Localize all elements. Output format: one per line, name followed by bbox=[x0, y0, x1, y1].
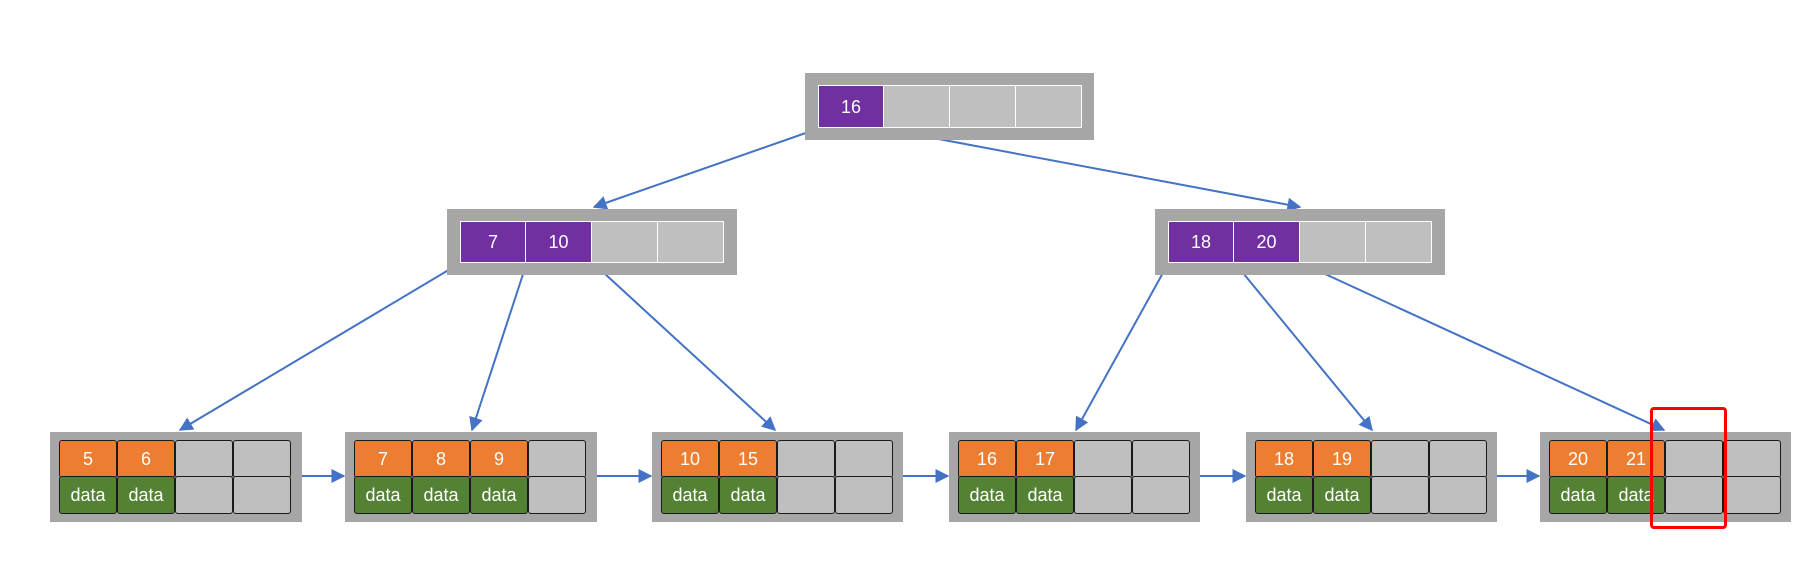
leaf-5-key-empty bbox=[1429, 440, 1487, 478]
edge-internal-left-to-leaf-2 bbox=[469, 261, 528, 432]
leaf-node-1: 5 6 data data bbox=[50, 432, 302, 522]
leaf-5-data-empty bbox=[1371, 476, 1429, 514]
leaf-1-data-2: data bbox=[117, 476, 175, 514]
internal-right-key-2: 20 bbox=[1234, 221, 1300, 263]
leaf-node-3: 10 15 data data bbox=[652, 432, 903, 522]
edge-internal-right-to-leaf-6 bbox=[1298, 261, 1666, 432]
leaf-node-4: 16 17 data data bbox=[949, 432, 1200, 522]
leaf-1-data-empty bbox=[233, 476, 291, 514]
internal-right-key-1: 18 bbox=[1168, 221, 1234, 263]
edge-internal-left-to-leaf-1 bbox=[178, 261, 463, 431]
leaf-3-data-1: data bbox=[661, 476, 719, 514]
internal-left-key-empty bbox=[658, 221, 724, 263]
internal-node-left: 7 10 bbox=[447, 209, 737, 275]
leaf-2-key-1: 7 bbox=[354, 440, 412, 478]
internal-left-key-2: 10 bbox=[526, 221, 592, 263]
leaf-4-key-empty bbox=[1074, 440, 1132, 478]
leaf-node-6: 20 21 data data bbox=[1540, 432, 1791, 522]
leaf-4-key-empty bbox=[1132, 440, 1190, 478]
leaf-4-data-empty bbox=[1132, 476, 1190, 514]
leaf-6-key-2: 21 bbox=[1607, 440, 1665, 478]
leaf-5-key-2: 19 bbox=[1313, 440, 1371, 478]
leaf-2-data-1: data bbox=[354, 476, 412, 514]
internal-right-key-empty bbox=[1366, 221, 1432, 263]
internal-node-right: 18 20 bbox=[1155, 209, 1445, 275]
internal-left-key-1: 7 bbox=[460, 221, 526, 263]
leaf-6-data-empty bbox=[1665, 476, 1723, 514]
edge-internal-right-to-leaf-5 bbox=[1233, 261, 1373, 432]
leaf-2-data-empty bbox=[528, 476, 586, 514]
leaf-6-key-empty bbox=[1723, 440, 1781, 478]
edge-internal-right-to-leaf-4 bbox=[1075, 261, 1170, 432]
root-key-empty bbox=[884, 85, 950, 128]
leaf-node-5: 18 19 data data bbox=[1246, 432, 1497, 522]
leaf-3-key-empty bbox=[777, 440, 835, 478]
leaf-6-data-empty bbox=[1723, 476, 1781, 514]
leaf-3-key-1: 10 bbox=[661, 440, 719, 478]
leaf-4-data-2: data bbox=[1016, 476, 1074, 514]
internal-left-key-empty bbox=[592, 221, 658, 263]
leaf-2-data-3: data bbox=[470, 476, 528, 514]
leaf-2-key-3: 9 bbox=[470, 440, 528, 478]
leaf-4-key-1: 16 bbox=[958, 440, 1016, 478]
leaf-1-data-1: data bbox=[59, 476, 117, 514]
highlight-box bbox=[1650, 407, 1727, 529]
edge-internal-left-to-leaf-3 bbox=[591, 261, 777, 431]
leaf-5-key-1: 18 bbox=[1255, 440, 1313, 478]
leaf-5-key-empty bbox=[1371, 440, 1429, 478]
leaf-2-key-2: 8 bbox=[412, 440, 470, 478]
leaf-6-data-2: data bbox=[1607, 476, 1665, 514]
leaf-3-key-2: 15 bbox=[719, 440, 777, 478]
leaf-3-data-2: data bbox=[719, 476, 777, 514]
leaf-6-key-1: 20 bbox=[1549, 440, 1607, 478]
leaf-1-key-1: 5 bbox=[59, 440, 117, 478]
leaf-5-data-1: data bbox=[1255, 476, 1313, 514]
leaf-4-data-empty bbox=[1074, 476, 1132, 514]
leaf-3-data-empty bbox=[777, 476, 835, 514]
leaf-3-data-empty bbox=[835, 476, 893, 514]
leaf-node-2: 7 8 9 data data data bbox=[345, 432, 597, 522]
root-key-empty bbox=[950, 85, 1016, 128]
leaf-3-key-empty bbox=[835, 440, 893, 478]
internal-right-key-empty bbox=[1300, 221, 1366, 263]
edge-root-to-internal-left bbox=[592, 127, 821, 210]
leaf-4-data-1: data bbox=[958, 476, 1016, 514]
leaf-2-key-empty bbox=[528, 440, 586, 478]
root-node: 16 bbox=[805, 73, 1094, 140]
leaf-1-data-empty bbox=[175, 476, 233, 514]
leaf-2-data-2: data bbox=[412, 476, 470, 514]
leaf-5-data-empty bbox=[1429, 476, 1487, 514]
leaf-5-data-2: data bbox=[1313, 476, 1371, 514]
leaf-6-data-1: data bbox=[1549, 476, 1607, 514]
root-key-empty bbox=[1016, 85, 1082, 128]
root-key-1: 16 bbox=[818, 85, 884, 128]
leaf-1-key-empty bbox=[233, 440, 291, 478]
edge-root-to-internal-right bbox=[879, 127, 1302, 212]
leaf-1-key-2: 6 bbox=[117, 440, 175, 478]
leaf-6-key-empty bbox=[1665, 440, 1723, 478]
leaf-4-key-2: 17 bbox=[1016, 440, 1074, 478]
leaf-1-key-empty bbox=[175, 440, 233, 478]
